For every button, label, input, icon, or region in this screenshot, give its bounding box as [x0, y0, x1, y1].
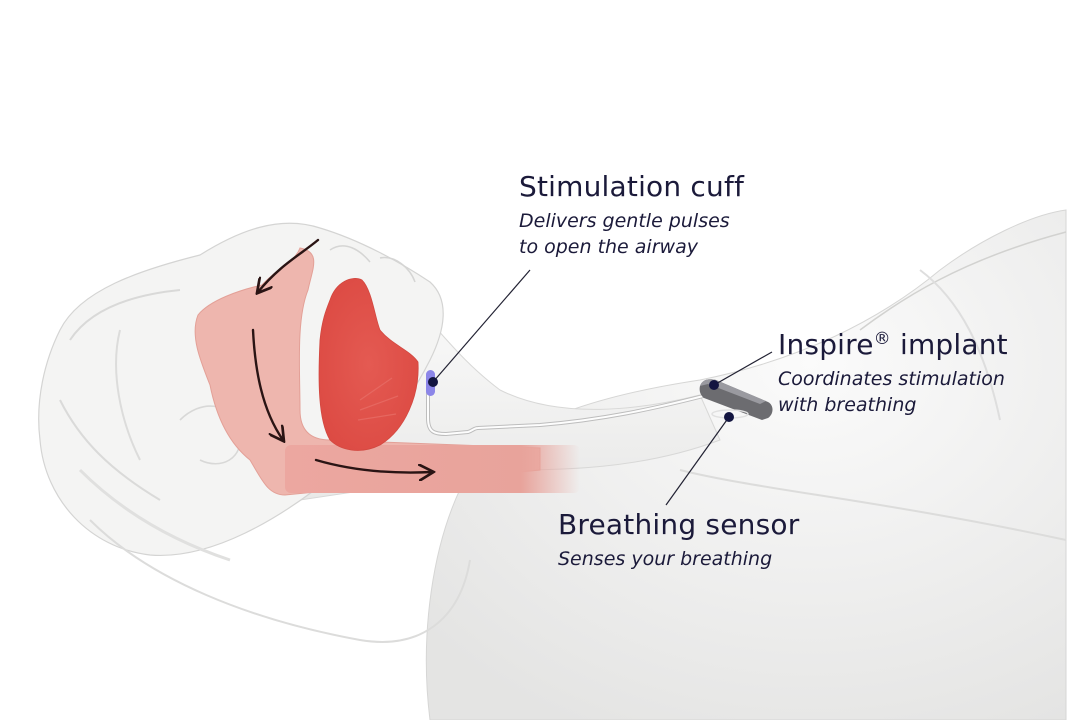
callout-title: Breathing sensor — [558, 508, 800, 541]
lead-wire — [426, 391, 716, 437]
callout-inspire-implant: Inspire® implant Coordinates stimulation… — [778, 322, 1008, 418]
brand-name: Inspire — [778, 328, 874, 361]
trachea-shape — [285, 445, 580, 493]
tongue-muscle-shape — [318, 278, 419, 451]
callout-description-line: to open the airway — [519, 236, 698, 258]
title-suffix: implant — [890, 328, 1008, 361]
leader-line-implant — [713, 351, 773, 386]
leader-dots — [428, 377, 734, 422]
callout-description: Coordinates stimulation with breathing — [778, 366, 1008, 418]
airflow-arrows — [251, 238, 432, 473]
callout-title: Stimulation cuff — [519, 170, 745, 203]
callout-breathing-sensor: Breathing sensor Senses your breathing — [558, 508, 799, 572]
airflow-arrow-icon — [258, 238, 320, 292]
callout-description-line: Senses your breathing — [558, 548, 773, 570]
sensor-marker-dot-icon — [724, 412, 734, 422]
implant-marker-dot-icon — [709, 380, 719, 390]
callout-description: Delivers gentle pulses to open the airwa… — [519, 208, 744, 260]
callout-title: Inspire® implant — [778, 322, 1008, 362]
registered-mark: ® — [873, 329, 891, 349]
leader-line-sensor — [665, 416, 730, 506]
callout-description: Senses your breathing — [558, 546, 799, 572]
cuff-marker-dot-icon — [428, 377, 438, 387]
airflow-arrow-icon — [251, 328, 283, 440]
leader-line-cuff — [432, 269, 531, 383]
leader-lines — [432, 269, 773, 506]
callout-description-line: Delivers gentle pulses — [519, 210, 730, 232]
callout-description-line: with breathing — [778, 394, 917, 416]
airflow-arrow-icon — [314, 458, 432, 473]
callout-description-line: Coordinates stimulation — [778, 368, 1005, 390]
callout-stimulation-cuff: Stimulation cuff Delivers gentle pulses … — [519, 170, 744, 260]
